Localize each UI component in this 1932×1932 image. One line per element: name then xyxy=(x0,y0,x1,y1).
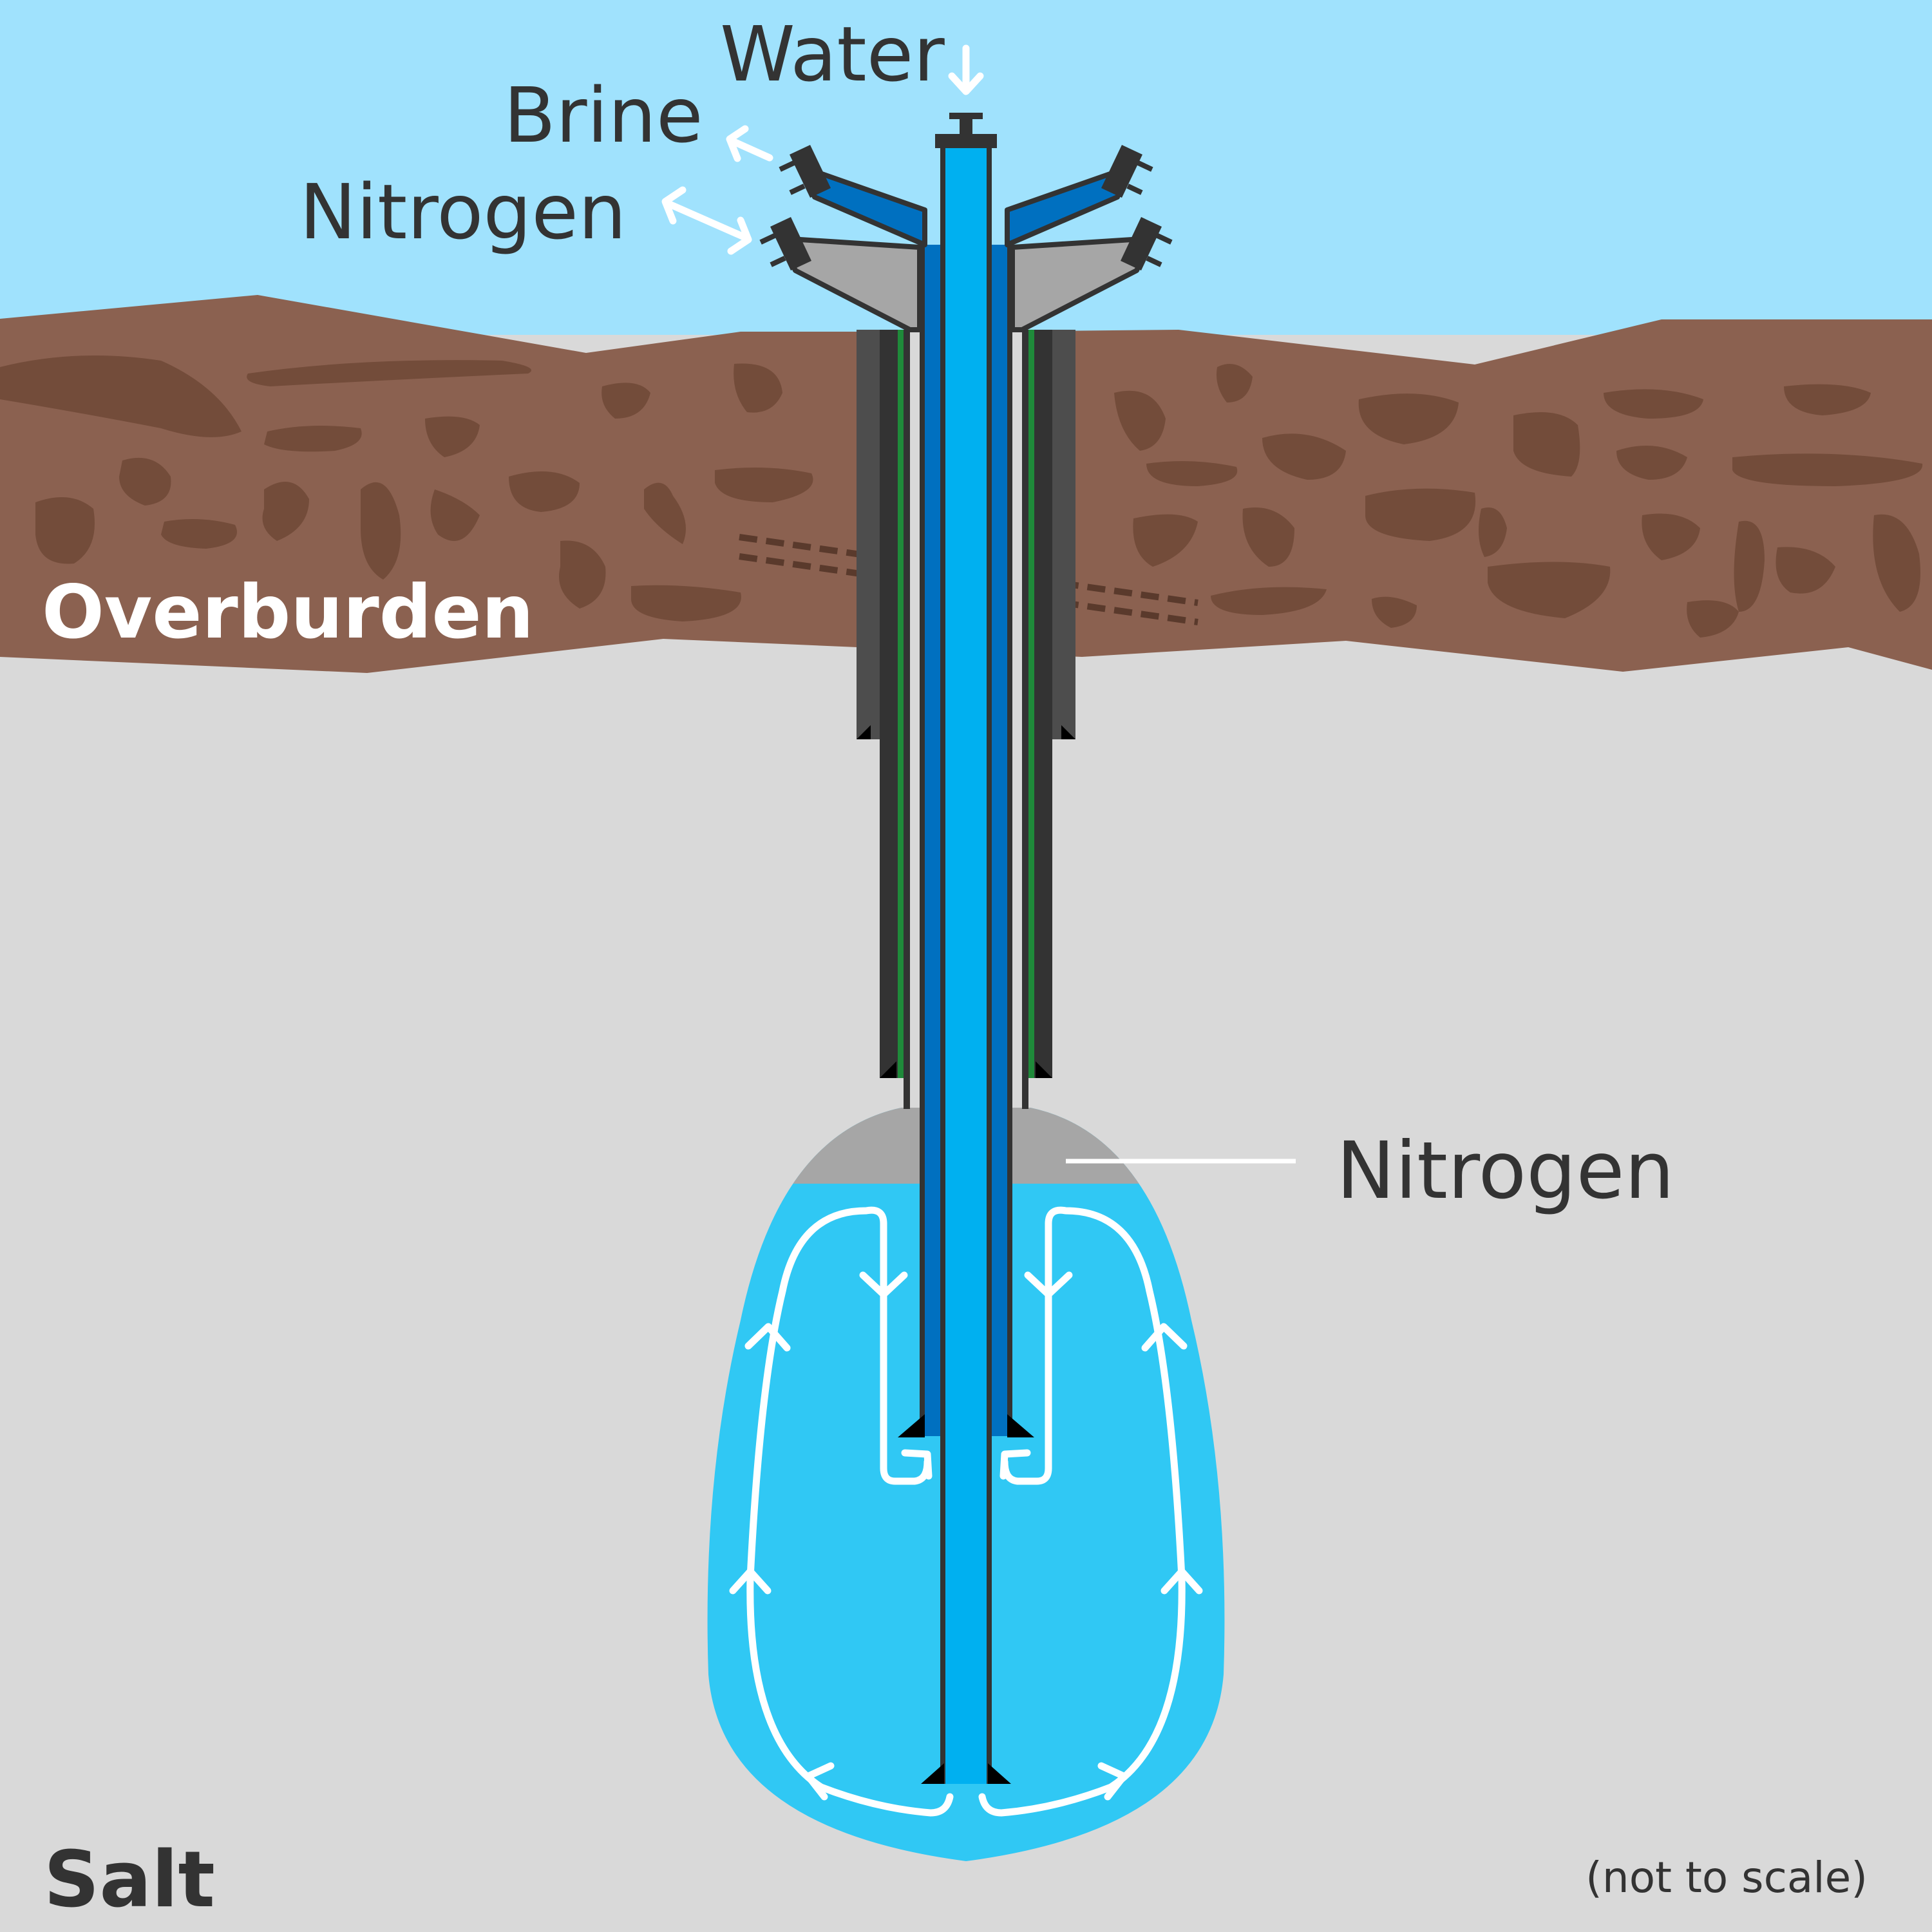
valve-handle xyxy=(949,113,983,119)
valve-icon xyxy=(770,217,811,270)
water-tubing-cap xyxy=(935,134,997,148)
circulation-arrow-icon xyxy=(1024,1271,1073,1298)
valve-stem xyxy=(789,184,806,195)
nitrogen-cavern-label: Nitrogen xyxy=(1336,1125,1674,1217)
rock xyxy=(1604,389,1703,419)
water-in-arrow-icon xyxy=(948,72,984,95)
rock xyxy=(430,489,480,541)
rock xyxy=(1734,520,1765,612)
rock xyxy=(1133,514,1198,567)
nitrogen-pipes xyxy=(759,217,1173,332)
brine-out-arrow-icon xyxy=(726,125,749,162)
overburden-label: Overburden xyxy=(42,569,534,655)
rock xyxy=(601,383,650,419)
rock xyxy=(1687,600,1739,638)
rock xyxy=(644,482,686,544)
rock xyxy=(734,363,782,413)
rock xyxy=(1211,587,1327,615)
rock xyxy=(509,471,580,512)
rock xyxy=(247,360,531,386)
rock xyxy=(1114,390,1166,451)
valve-stem xyxy=(779,160,795,172)
nitrogen-bidirectional-arrow-icon xyxy=(727,216,752,255)
rock xyxy=(1616,446,1687,480)
casing-shoe xyxy=(898,1414,925,1437)
rock xyxy=(35,497,95,564)
circulation-arrowheads xyxy=(729,1271,1203,1801)
overburden-rocks xyxy=(0,355,1923,638)
circulation-arrow-icon xyxy=(1160,1567,1203,1595)
rock xyxy=(1513,412,1580,477)
casing-shoe xyxy=(857,725,871,739)
valve-stem xyxy=(770,256,786,267)
water-label: Water xyxy=(720,10,945,99)
valve-stem xyxy=(759,233,776,245)
casing-shoe xyxy=(921,1763,944,1784)
casing-shoe xyxy=(1036,1061,1052,1078)
valve-stem xyxy=(1137,160,1153,172)
rock xyxy=(1732,453,1923,486)
rock xyxy=(1262,433,1346,480)
top-flow-arrows xyxy=(661,44,984,255)
circulation-arrow-icon xyxy=(901,1449,933,1480)
rock xyxy=(1642,513,1700,560)
circulation-arrow-icon xyxy=(999,1449,1031,1480)
circulation-arrow-icon xyxy=(1097,1762,1128,1801)
rock xyxy=(1479,507,1507,557)
brine-pipes xyxy=(779,145,1153,247)
rock xyxy=(1776,547,1835,594)
circulation-arrow-icon xyxy=(1141,1323,1188,1352)
rock xyxy=(0,355,242,437)
valve-stem xyxy=(1156,233,1173,245)
rock xyxy=(1488,562,1611,618)
rock xyxy=(1146,461,1238,486)
brine-out-arrow-icon xyxy=(727,137,773,162)
rock xyxy=(631,585,741,621)
circulation-arrow-icon xyxy=(804,1762,835,1801)
rock xyxy=(559,540,606,609)
rock xyxy=(264,426,362,452)
rock xyxy=(1217,364,1253,402)
scale-note: (not to scale) xyxy=(1586,1853,1868,1902)
rock xyxy=(1873,514,1920,612)
valve-icon xyxy=(1101,145,1142,198)
casing-shoe xyxy=(1007,1414,1034,1437)
rock xyxy=(1365,488,1476,541)
circulation-arrow-icon xyxy=(744,1323,791,1352)
rock xyxy=(1358,393,1459,444)
cement-right xyxy=(1028,330,1034,1078)
rock xyxy=(119,457,171,506)
rock xyxy=(1242,507,1294,567)
casing-shoes xyxy=(857,725,1075,1784)
rock xyxy=(1372,596,1417,628)
casing-shoe xyxy=(988,1763,1011,1784)
rock xyxy=(262,482,309,541)
cement-left xyxy=(898,330,904,1078)
casing-shoe xyxy=(880,1061,896,1078)
nitrogen-bidirectional-arrow-icon xyxy=(663,199,751,242)
rock xyxy=(425,416,480,457)
circulation-arrow-icon xyxy=(859,1271,908,1298)
nitrogen-top-label: Nitrogen xyxy=(299,167,627,256)
salt-label: Salt xyxy=(44,1835,215,1925)
rock xyxy=(361,482,401,580)
rock xyxy=(1784,384,1871,415)
casing-shoe xyxy=(1061,725,1075,739)
water-tubing-fill xyxy=(945,142,987,1784)
rock xyxy=(715,468,813,502)
brine-label: Brine xyxy=(504,71,703,160)
valve-icon xyxy=(790,145,831,198)
rock xyxy=(161,519,237,549)
valve-stem xyxy=(1126,184,1143,195)
nitrogen-bidirectional-arrow-icon xyxy=(661,186,687,225)
circulation-arrow-icon xyxy=(729,1567,772,1595)
valve-icon xyxy=(1121,217,1162,270)
valve-stem xyxy=(1146,256,1162,267)
